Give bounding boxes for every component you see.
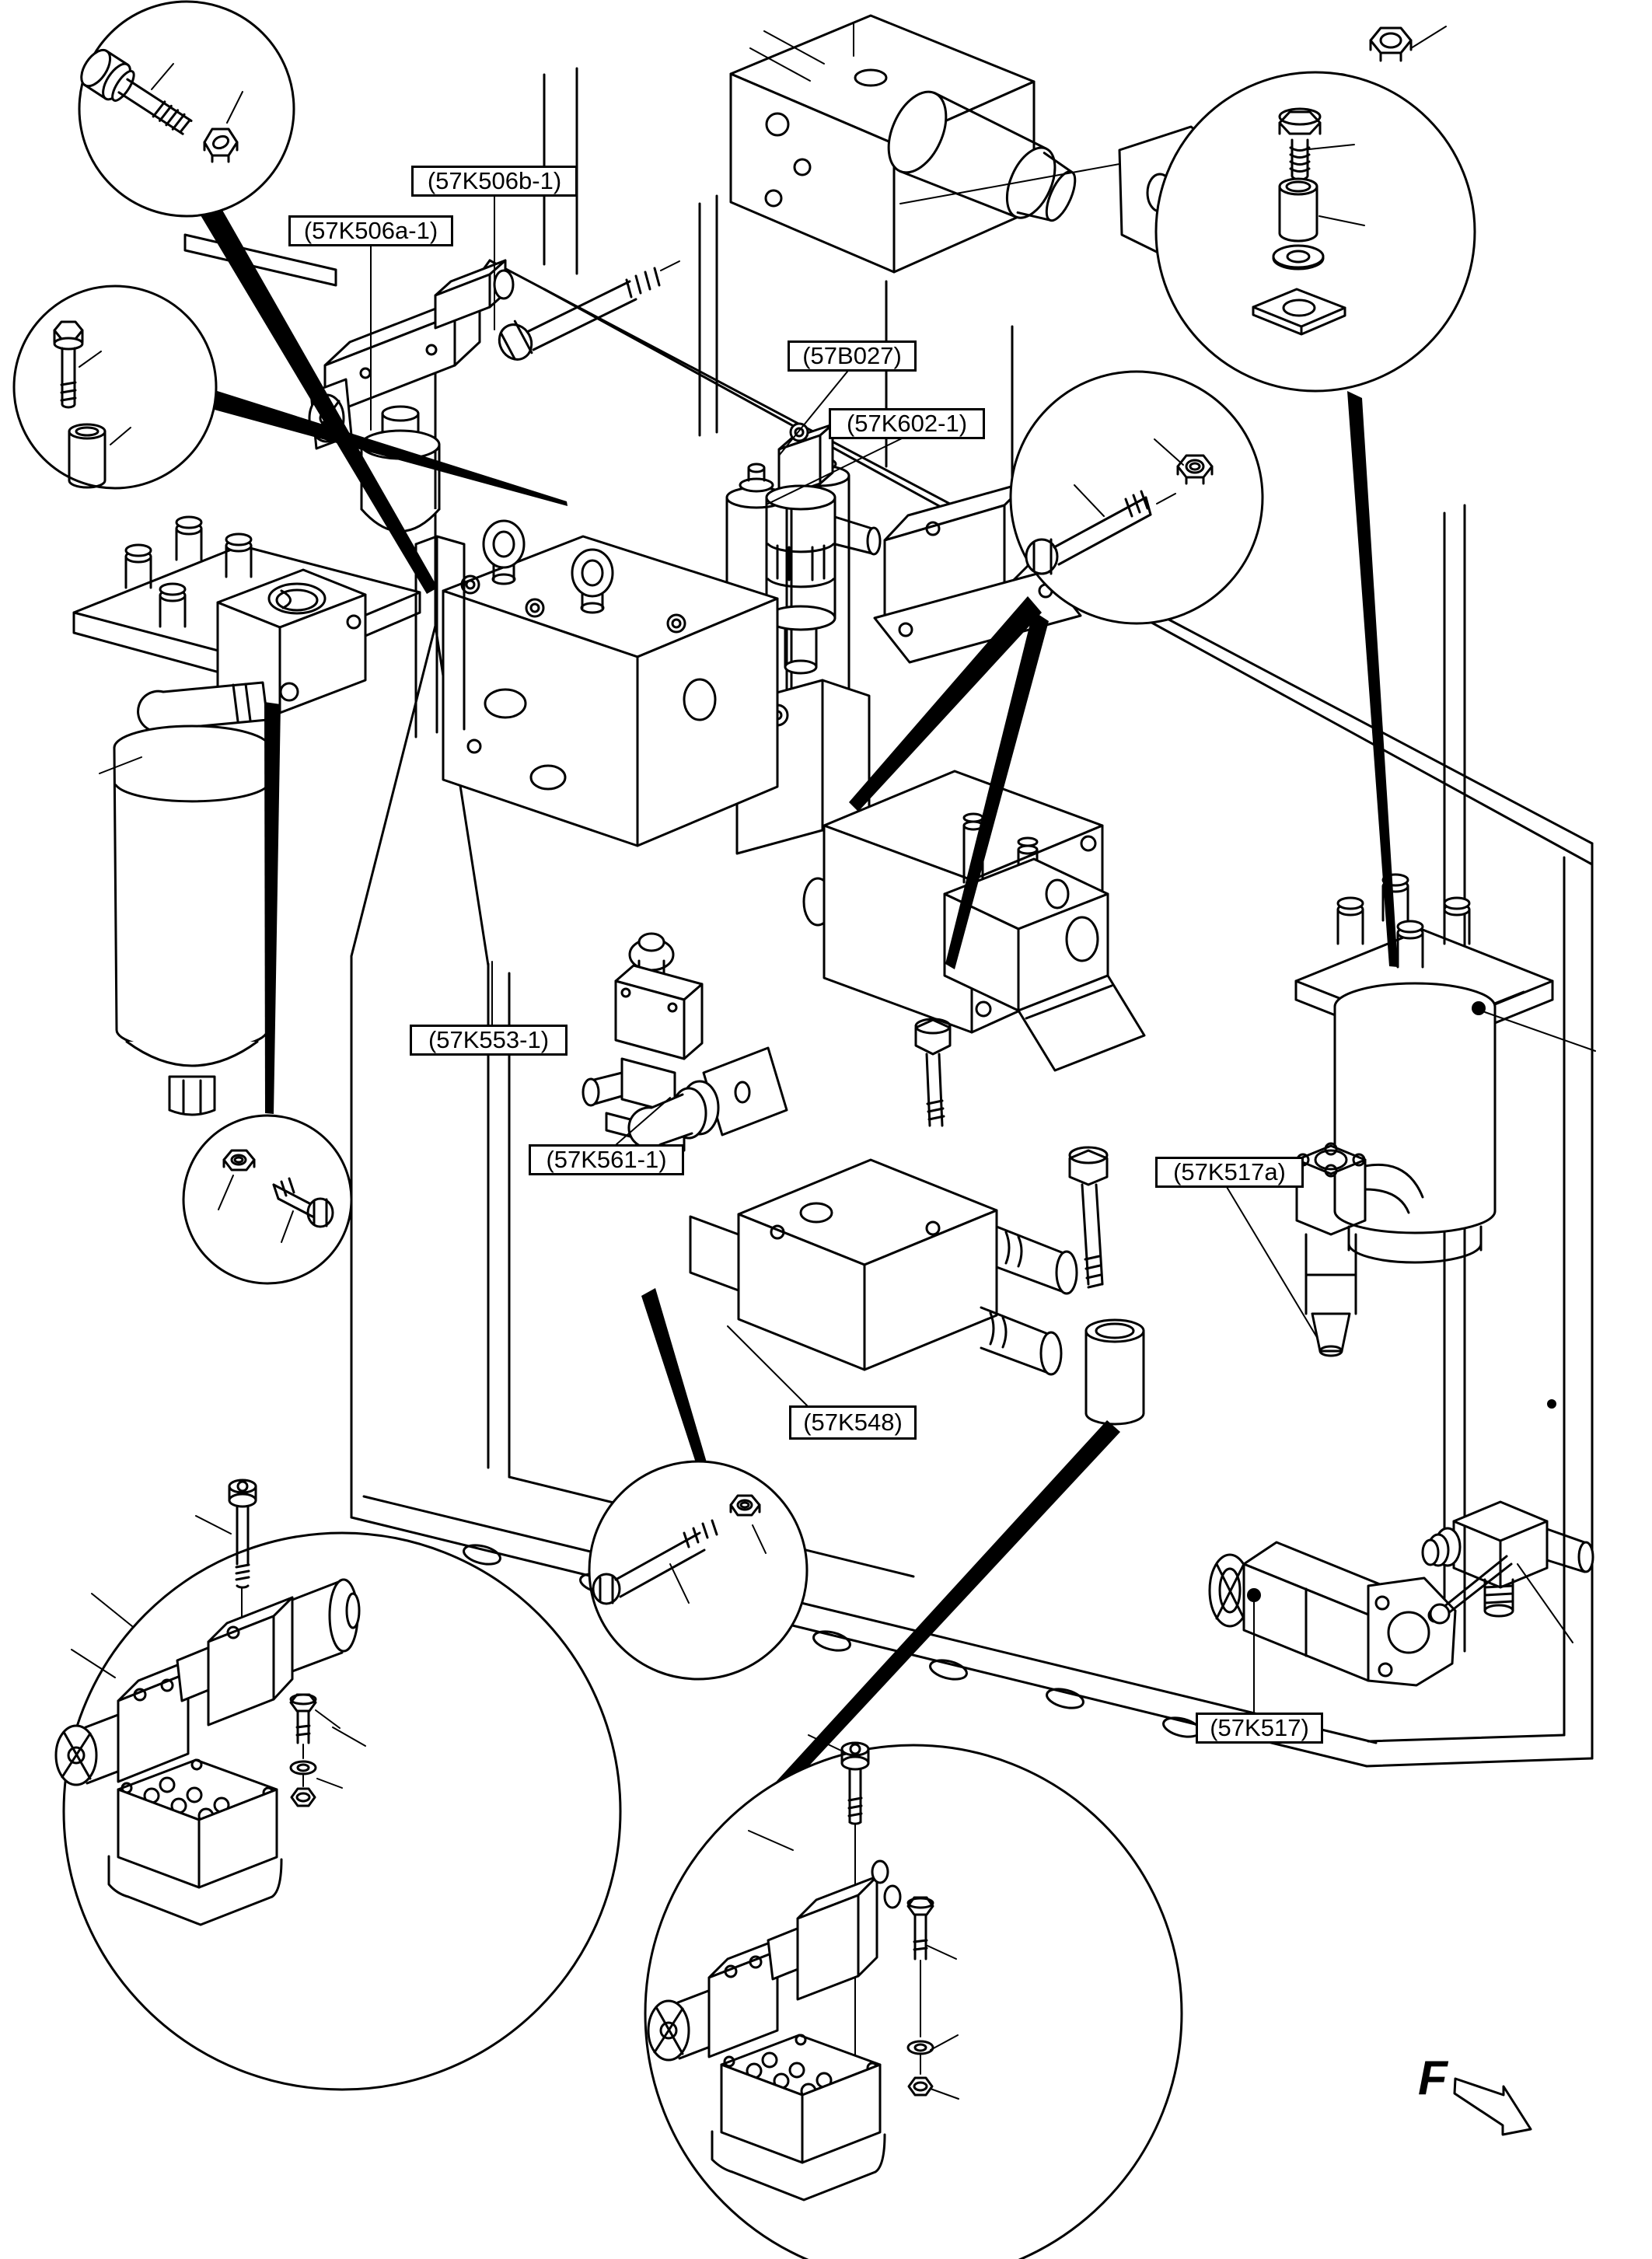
part-label-57K602-1: (57K602-1) (829, 408, 985, 439)
detail-manifold-block (711, 2034, 886, 2201)
detail-exploded-valve-center (647, 1734, 959, 2201)
part-label-57K561-1: (57K561-1) (529, 1144, 684, 1175)
detail-bubble-long-bolt-nut (1009, 370, 1264, 625)
detail-long-bolt-and-nut-2 (592, 1494, 767, 1605)
plate-stud-bolts (124, 515, 253, 628)
relief-valve (943, 812, 1146, 1072)
solenoid-cylinder (887, 90, 1077, 222)
detail-exploded-valve-left (54, 1479, 366, 1926)
pump-mount-bolt (914, 1018, 952, 1127)
detail-leader-wedges (198, 206, 1398, 1808)
part-label-57K548: (57K548) (789, 1405, 917, 1440)
right-filter-assembly (1294, 873, 1596, 1357)
view-direction-arrow-icon (1453, 2077, 1532, 2136)
detail-long-bolt-and-nut (1025, 438, 1214, 575)
part-label-57B027: (57B027) (788, 340, 917, 372)
view-direction-marker: F (1418, 2051, 1532, 2136)
valve-57K517 (1208, 1541, 1457, 1687)
part-label-57K517a: (57K517a) (1155, 1157, 1304, 1188)
label-leader-lines (370, 195, 1318, 1713)
filter-inlet-port (137, 681, 269, 733)
part-label-57K553-1: (57K553-1) (410, 1025, 568, 1056)
eyebolt (571, 548, 614, 614)
filter-canister (1333, 982, 1497, 1264)
part-label-57K506b-1: (57K506b-1) (411, 166, 578, 197)
central-manifold (442, 519, 779, 847)
part-label-57K506a-1: (57K506a-1) (288, 215, 453, 246)
part-label-57K517: (57K517) (1196, 1713, 1323, 1744)
detail-bubble-long-bolt-nut-2 (588, 1460, 809, 1681)
pilot-cylinder (360, 405, 441, 532)
long-bolt (498, 260, 680, 361)
valve-57K602 (873, 480, 1121, 664)
detail-bolt-and-nut (80, 48, 243, 163)
valve-57B027 (765, 422, 882, 675)
detail-bubble-bolt-spacer (12, 285, 218, 490)
nut (1369, 26, 1413, 62)
left-filter-assembly (72, 515, 466, 1116)
view-direction-letter: F (1418, 2051, 1449, 2105)
mount-bolt-and-spacer (1068, 1146, 1145, 1426)
eyebolt (482, 519, 526, 585)
detail-bubble-bolt-stack (1154, 71, 1476, 393)
detail-bolt-and-spacer (53, 320, 131, 489)
filter-canister (113, 724, 271, 1116)
detail-bolt-spacer-washer-plate (1252, 107, 1365, 336)
pressure-switch-valve (1295, 1142, 1424, 1357)
valve-57K506-stack (183, 233, 515, 532)
detail-bubble-bolt-nut (78, 0, 295, 218)
frame-edge-fitting (1421, 1500, 1594, 1643)
solenoid-can (980, 1306, 1063, 1376)
solenoid-can (995, 1225, 1078, 1295)
detail-nut-and-short-bolt (218, 1149, 334, 1243)
detail-manifold-block (107, 1758, 283, 1926)
manifold-57K548 (689, 1158, 1078, 1376)
